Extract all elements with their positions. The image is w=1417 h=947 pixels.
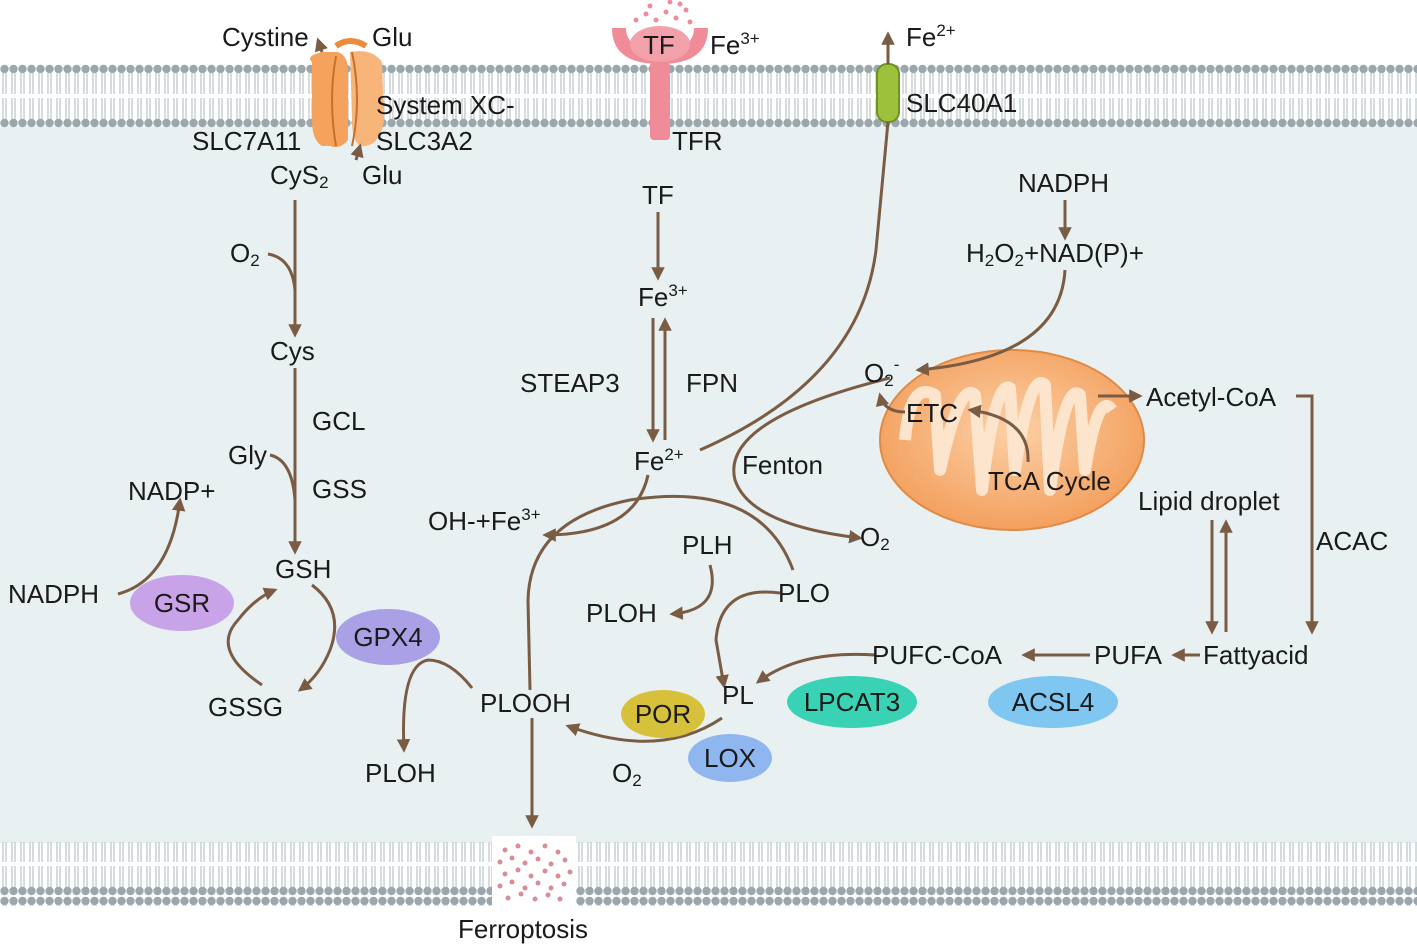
oh-fe3-label: OH-+Fe3+ [428,505,541,536]
pathway-arrows [117,31,1319,829]
cytoplasm [0,126,1417,843]
gcl-label: GCL [312,406,365,436]
plooh-label: PLOOH [480,688,571,718]
plasma-membrane-top [0,64,1417,128]
nadph-left-label: NADPH [8,579,99,609]
acsl4-badge [988,676,1118,728]
ploh-mid-label: PLOH [586,598,657,628]
plh-label: PLH [682,530,733,560]
pufa-label: PUFA [1094,640,1163,670]
ferroptosis-label: Ferroptosis [458,914,588,944]
por-label: POR [635,699,691,729]
h2o2-label: H2O2+NAD(P)+ [966,238,1144,270]
fe2-in-label: Fe2+ [634,445,684,476]
tca-cycle-label: TCA Cycle [988,466,1111,496]
acac-label: ACAC [1316,526,1388,556]
gsr-label: GSR [154,588,210,618]
cystine-arrow [315,37,328,53]
lpcat3-label: LPCAT3 [804,687,900,717]
pl-label: PL [722,680,754,710]
lipid-droplet-label: Lipid droplet [1138,486,1280,516]
gpx4-badge [336,609,440,665]
gss-label: GSS [312,474,367,504]
por-badge [621,690,705,738]
slc3a2-label: SLC3A2 [376,126,473,156]
labels: Cystine Glu System XC- SLC7A11 SLC3A2 Cy… [8,21,1388,944]
pufc-coa-label: PUFC-CoA [872,640,1003,670]
lox-badge [688,734,772,782]
tf-membrane-label: TF [643,30,675,60]
o2-label-b: O2 [860,522,890,554]
etc-label: ETC [906,398,958,428]
mitochondrion [879,349,1145,531]
gsr-badge [130,575,234,631]
o2-label-a: O2 [230,238,260,270]
slc40a1-label: SLC40A1 [906,88,1017,118]
system-xc-transporter [309,38,384,148]
lpcat3-badge [787,676,917,728]
steap3-label: STEAP3 [520,368,620,398]
gly-label: Gly [228,440,267,470]
glu-out-label: Glu [372,22,412,52]
nadph-right-label: NADPH [1018,168,1109,198]
o2-label-c: O2 [612,758,642,790]
tfr-label: TFR [672,126,723,156]
fe3-out-label: Fe3+ [710,29,760,60]
fe3-in-label: Fe3+ [638,281,688,312]
glu-arrow [350,143,364,161]
tf-label: TF [642,180,674,210]
ploh-left-label: PLOH [365,758,436,788]
lox-label: LOX [704,743,756,773]
glu-in-label: Glu [362,160,402,190]
fenton-label: Fenton [742,450,823,480]
plasma-membrane-bottom [0,842,1417,906]
ferroptosis-dots [497,843,573,902]
o2-minus-label: O2- [864,355,899,390]
gpx4-label: GPX4 [353,622,422,652]
slc40a1-channel [876,63,900,123]
acetyl-coa-label: Acetyl-CoA [1146,382,1277,412]
plo-label: PLO [778,578,830,608]
nadp-plus-label: NADP+ [128,476,215,506]
tf-receptor [612,0,708,140]
fe2-out-label: Fe2+ [906,21,956,52]
cys-label: Cys [270,336,315,366]
acsl4-label: ACSL4 [1012,687,1094,717]
cystine-label: Cystine [222,22,309,52]
cys2-label: CyS2 [270,160,329,192]
fattyacid-label: Fattyacid [1203,640,1309,670]
gsh-label: GSH [275,554,331,584]
gssg-label: GSSG [208,692,283,722]
slc7a11-label: SLC7A11 [192,126,301,156]
fpn-label: FPN [686,368,738,398]
system-xc-label: System XC- [376,90,515,120]
